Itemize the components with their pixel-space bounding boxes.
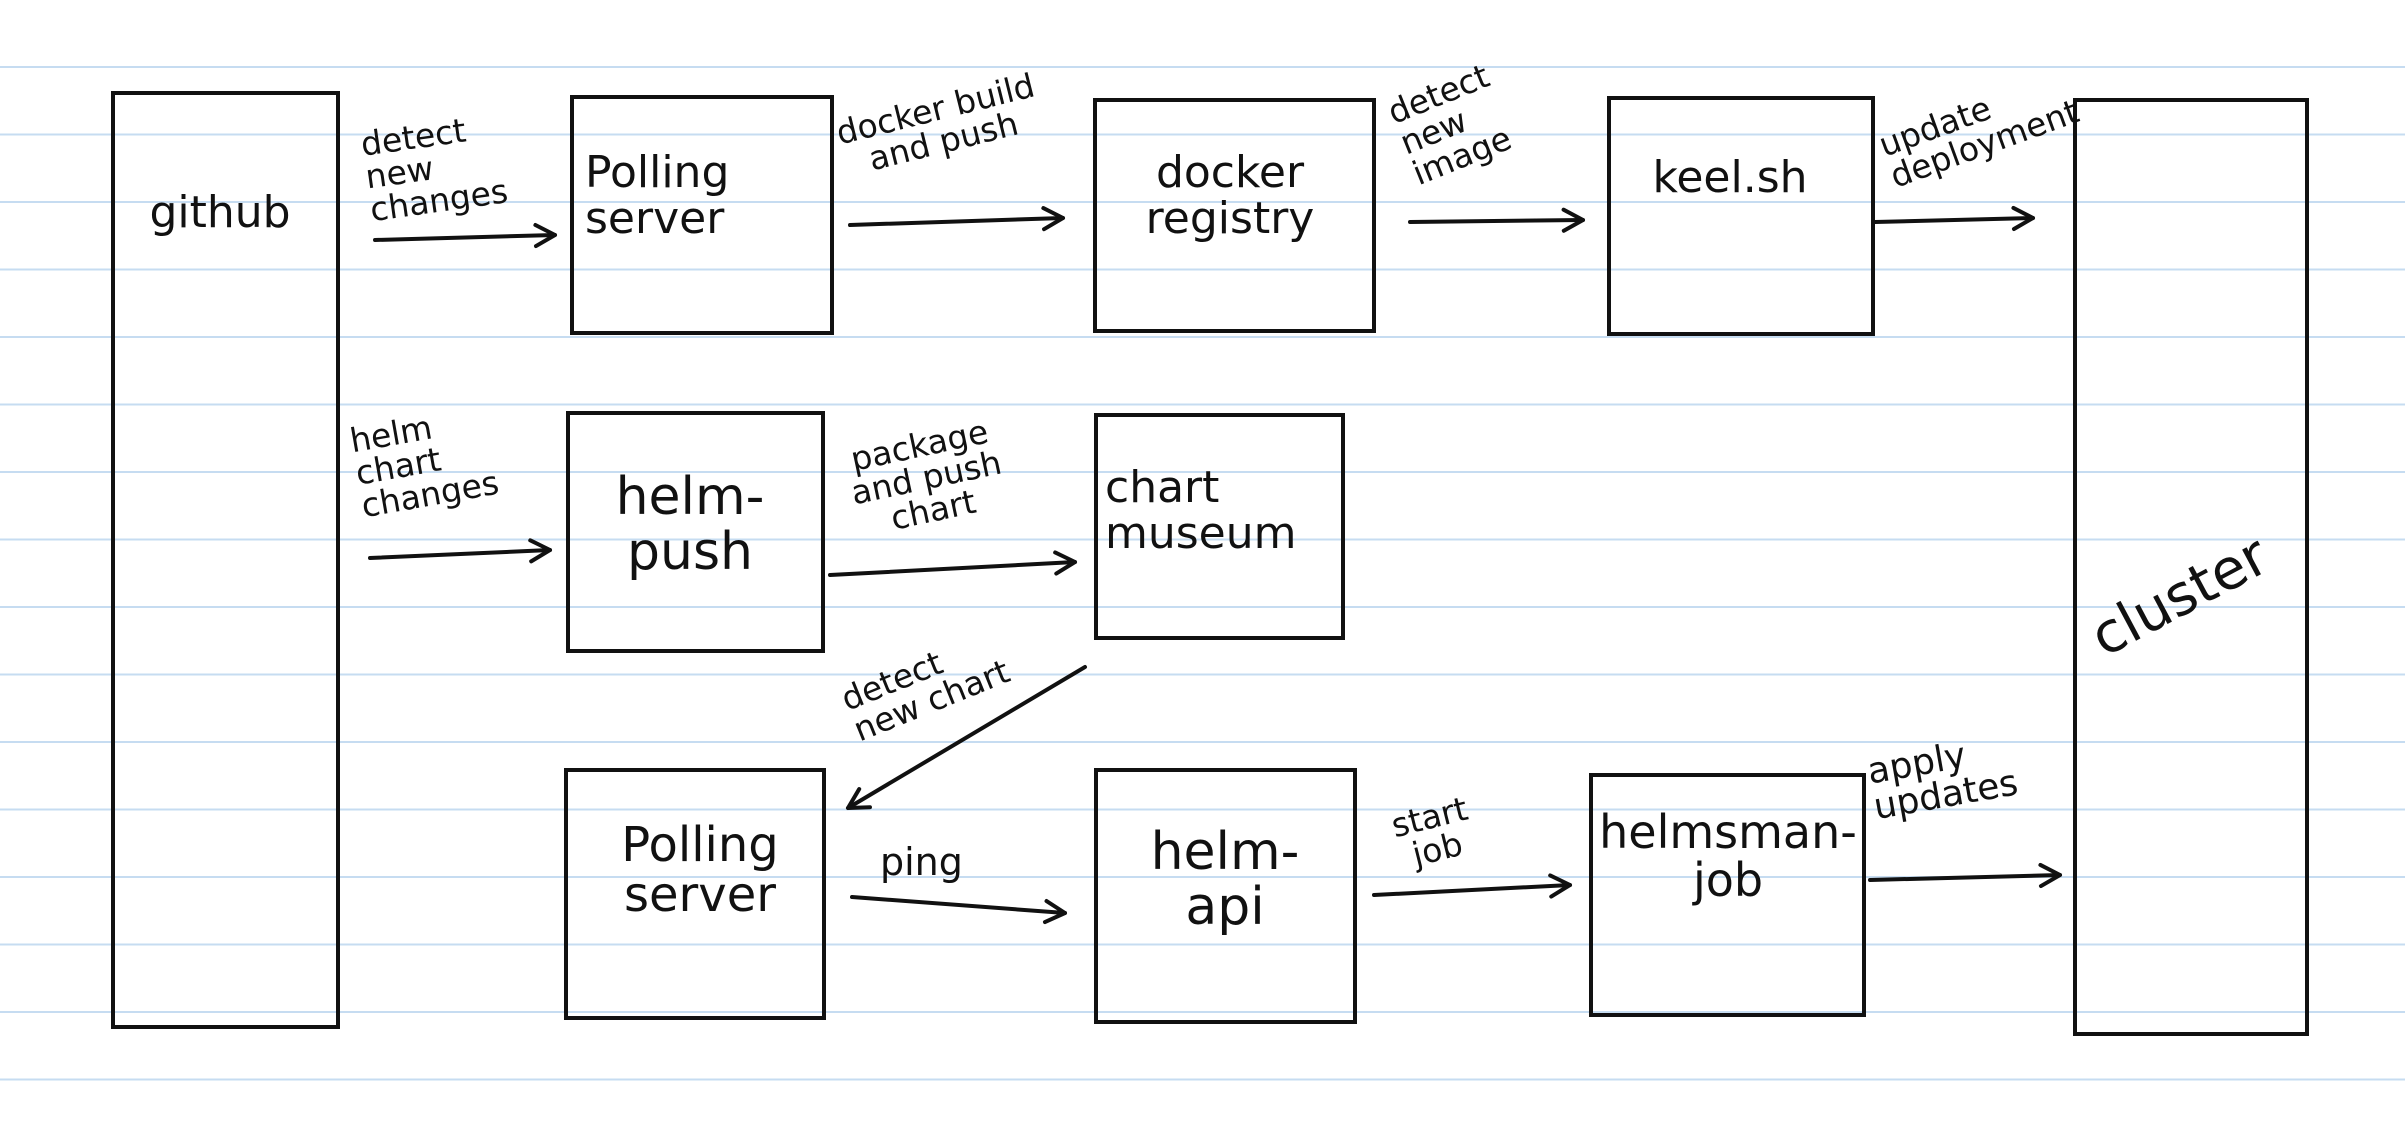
arrow-detect-new-chart	[846, 665, 1087, 810]
node-helm-api-label: helm- api	[1150, 822, 1300, 937]
arrow-detect-new-changes	[373, 222, 557, 249]
edge-ping-label: ping	[880, 840, 963, 884]
arrow-helm-chart-changes	[368, 538, 552, 564]
node-helm-push	[566, 411, 825, 653]
arrow-docker-build-push	[848, 206, 1065, 232]
edge-detect-new-changes-label: detect new changes	[358, 110, 511, 230]
node-github-label: github	[149, 187, 291, 238]
edge-start-job-label: start job	[1387, 788, 1472, 875]
node-docker-registry	[1093, 98, 1376, 333]
node-helmsman-job-label: helmsman- job	[1599, 805, 1857, 908]
node-helm-push-label: helm- push	[615, 467, 765, 582]
node-keel-label: keel.sh	[1652, 152, 1808, 203]
node-chart-museum-label: chart museum	[1105, 462, 1297, 560]
node-chart-museum	[1094, 413, 1345, 640]
node-keel	[1607, 96, 1875, 336]
node-github	[111, 91, 340, 1029]
node-polling-server-top	[570, 95, 834, 335]
arrow-update-deployment	[1873, 205, 2035, 232]
arrow-detect-new-image	[1408, 207, 1585, 233]
node-polling-server-bottom	[564, 768, 826, 1020]
node-polling-server-bottom-label: Polling server	[621, 817, 779, 924]
node-cluster	[2073, 98, 2309, 1036]
edge-helm-chart-changes-label: helm chart changes	[346, 407, 502, 526]
arrow-start-job	[1372, 873, 1572, 899]
arrow-package-push-chart	[828, 550, 1077, 577]
node-helm-api	[1094, 768, 1357, 1024]
arrow-apply-updates	[1868, 862, 2062, 889]
arrow-ping	[850, 895, 1067, 925]
node-helmsman-job	[1589, 773, 1866, 1017]
node-polling-server-top-label: Polling server	[585, 147, 730, 245]
node-docker-registry-label: docker registry	[1145, 147, 1315, 245]
